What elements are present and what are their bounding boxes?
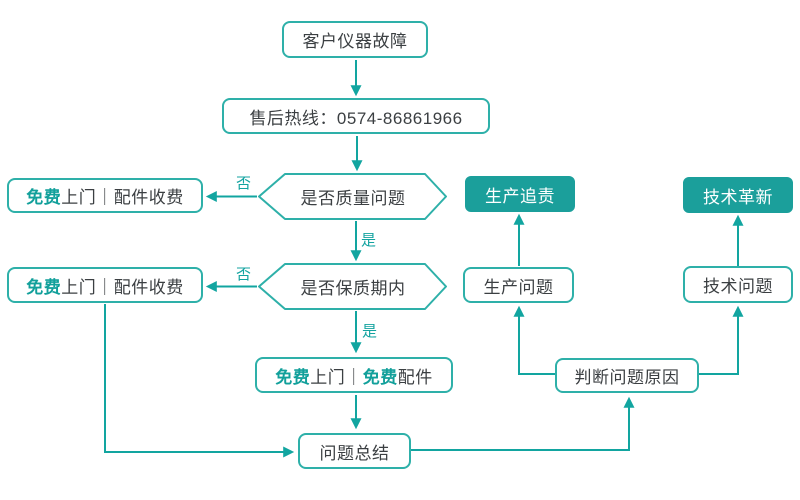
edge-label-yes-quality: 是 (361, 232, 377, 249)
node-production-accountability: 生产追责 (465, 176, 575, 212)
node-label-accent: 免费 (275, 367, 311, 387)
decision-quality-label: 是否质量问题 (300, 189, 406, 208)
decision-shape-warranty (258, 263, 447, 310)
edge-label-no-quality: 否 (236, 175, 252, 192)
edge-label-yes-warranty: 是 (362, 323, 378, 340)
node-production-issue: 生产问题 (463, 267, 574, 303)
edge-judge-to-tech (699, 305, 744, 375)
node-free-visit-free-parts: 免费上门｜免费配件 (255, 357, 453, 393)
node-free-visit-paid-parts-top: 免费上门｜配件收费 (7, 178, 203, 213)
node-tech-issue: 技术问题 (683, 266, 793, 303)
decision-shape-quality (258, 173, 447, 220)
node-label-plain: 上门｜配件收费 (61, 188, 184, 207)
edge-summary-to-judge (411, 396, 635, 451)
edge-paidparts-to-summary (104, 304, 295, 458)
edge-label-no-warranty: 否 (236, 266, 252, 283)
node-label-accent: 免费 (26, 188, 62, 207)
decision-warranty-label: 是否保质期内 (300, 279, 406, 298)
node-label-accent: 免费 (26, 277, 62, 297)
node-label-plain: 上门｜配件收费 (61, 277, 184, 297)
node-tech-innovation: 技术革新 (683, 177, 793, 213)
node-customer-fault: 客户仪器故障 (282, 21, 428, 58)
node-judge-cause: 判断问题原因 (555, 358, 699, 393)
node-summary: 问题总结 (298, 433, 411, 469)
node-label-plain: 配件 (397, 367, 433, 387)
node-label-plain: 上门｜ (310, 367, 363, 387)
edge-judge-to-production (513, 305, 555, 375)
node-label-accent: 免费 (362, 367, 398, 387)
node-free-visit-paid-parts-bottom: 免费上门｜配件收费 (7, 267, 203, 303)
node-hotline: 售后热线：0574-86861966 (222, 98, 490, 134)
